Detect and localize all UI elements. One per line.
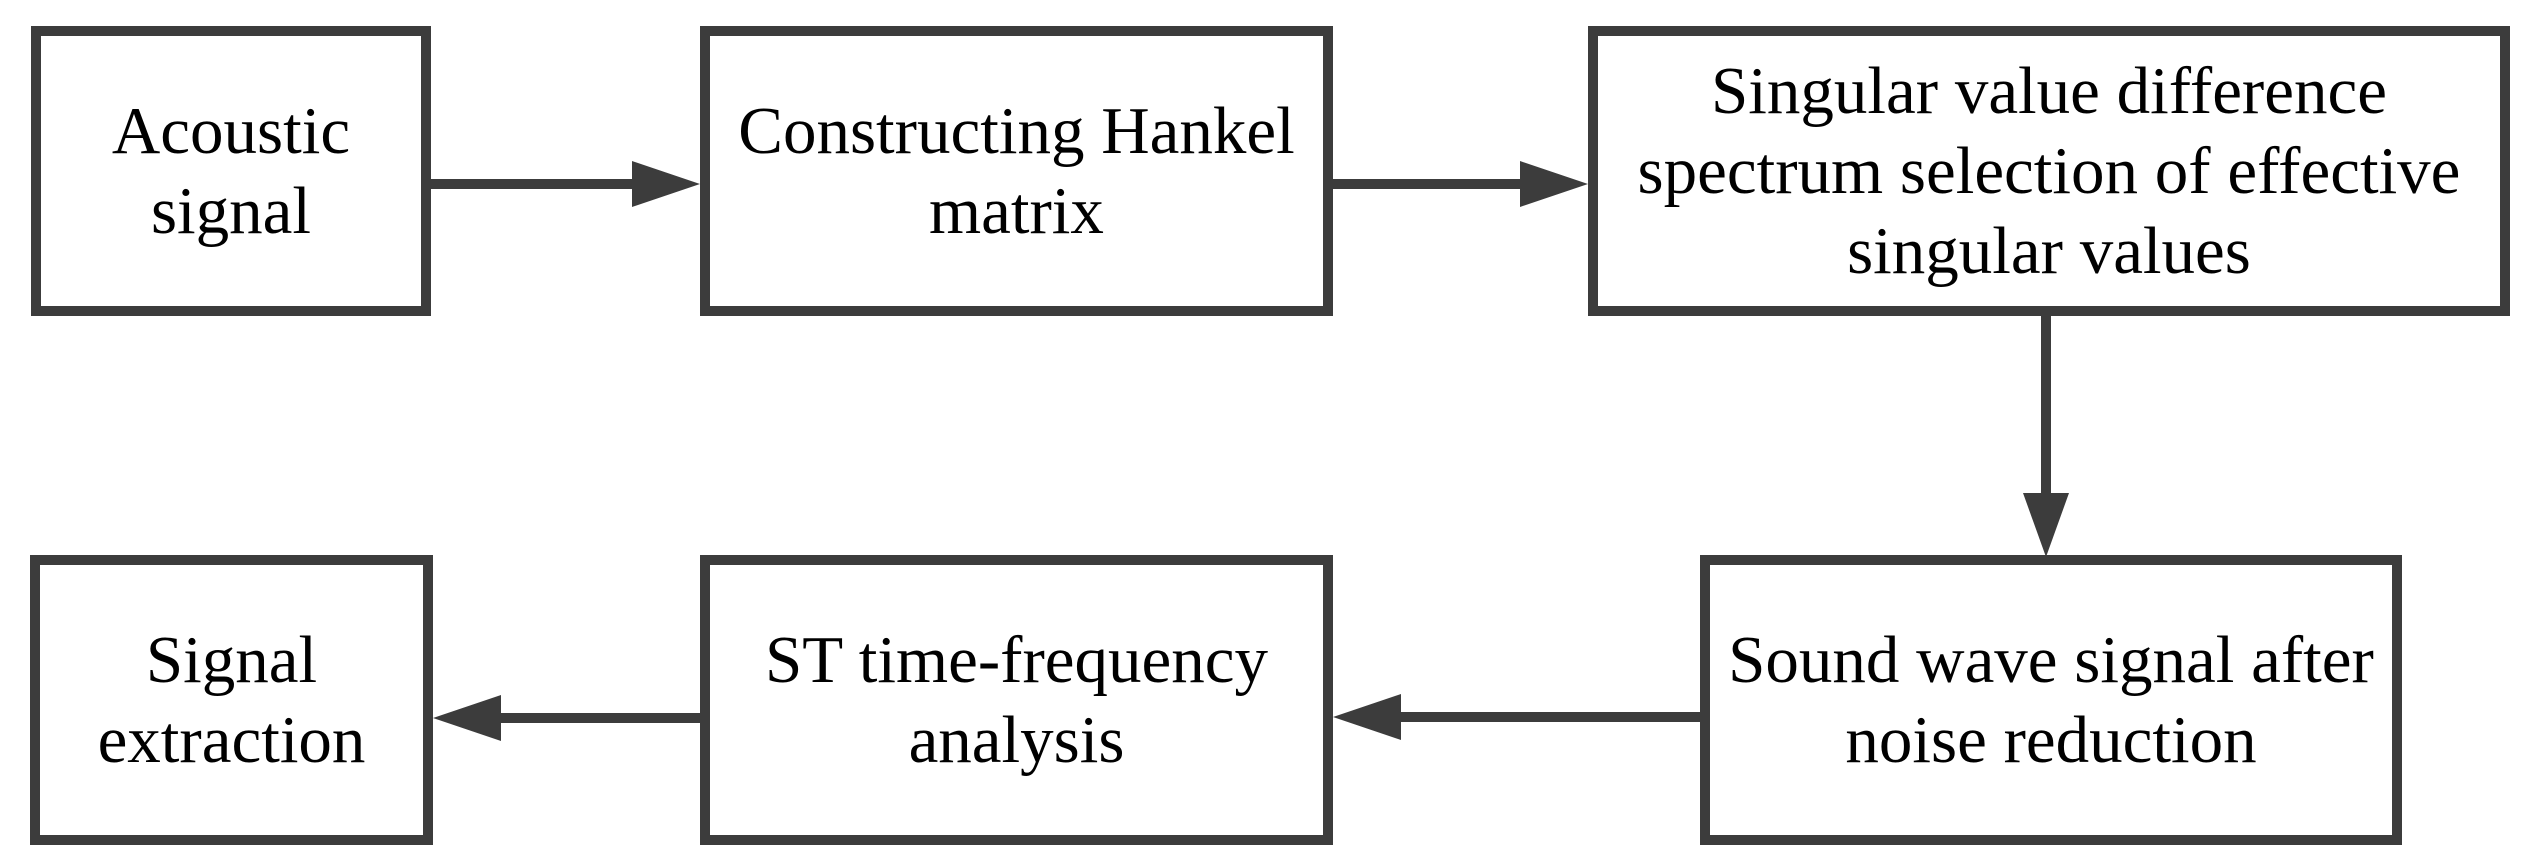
- node-acoustic-signal: Acoustic signal: [31, 26, 431, 316]
- arrow-svd-to-denoised-head-icon: [2023, 493, 2069, 557]
- node-st-time-frequency-analysis-label: ST time-frequency analysis: [765, 620, 1268, 780]
- label-line: analysis: [908, 703, 1125, 777]
- node-st-time-frequency-analysis: ST time-frequency analysis: [700, 555, 1333, 845]
- label-line: singular values: [1847, 214, 2251, 288]
- node-constructing-hankel-matrix-label: Constructing Hankel matrix: [738, 91, 1294, 251]
- arrow-denoised-to-st-shaft: [1399, 712, 1700, 722]
- label-line: noise reduction: [1845, 703, 2257, 777]
- arrow-st-to-extraction-head-icon: [433, 695, 501, 741]
- label-line: matrix: [929, 174, 1104, 248]
- label-line: Acoustic: [111, 94, 351, 168]
- arrow-denoised-to-st-head-icon: [1333, 694, 1401, 740]
- arrow-svd-to-denoised-shaft: [2041, 316, 2051, 495]
- node-singular-value-selection: Singular value difference spectrum selec…: [1588, 26, 2510, 316]
- label-line: Signal: [145, 623, 318, 697]
- node-denoised-sound-wave-signal-label: Sound wave signal after noise reduction: [1728, 620, 2374, 780]
- node-constructing-hankel-matrix: Constructing Hankel matrix: [700, 26, 1333, 316]
- node-signal-extraction-label: Signal extraction: [98, 620, 366, 780]
- label-line: signal: [150, 174, 312, 248]
- arrow-st-to-extraction-shaft: [499, 713, 700, 723]
- arrow-acoustic-to-hankel-shaft: [431, 179, 634, 189]
- label-line: ST time-frequency: [765, 623, 1268, 697]
- arrow-hankel-to-svd-head-icon: [1520, 161, 1588, 207]
- node-signal-extraction: Signal extraction: [30, 555, 433, 845]
- node-denoised-sound-wave-signal: Sound wave signal after noise reduction: [1700, 555, 2402, 845]
- label-line: Constructing Hankel: [738, 94, 1295, 168]
- label-line: Sound wave signal after: [1728, 623, 2374, 697]
- label-line: spectrum selection of effective: [1637, 134, 2461, 208]
- label-line: Singular value difference: [1711, 54, 2387, 128]
- node-singular-value-selection-label: Singular value difference spectrum selec…: [1638, 51, 2461, 291]
- arrow-hankel-to-svd-shaft: [1333, 179, 1522, 189]
- label-line: extraction: [97, 703, 366, 777]
- node-acoustic-signal-label: Acoustic signal: [112, 91, 350, 251]
- arrow-acoustic-to-hankel-head-icon: [632, 161, 700, 207]
